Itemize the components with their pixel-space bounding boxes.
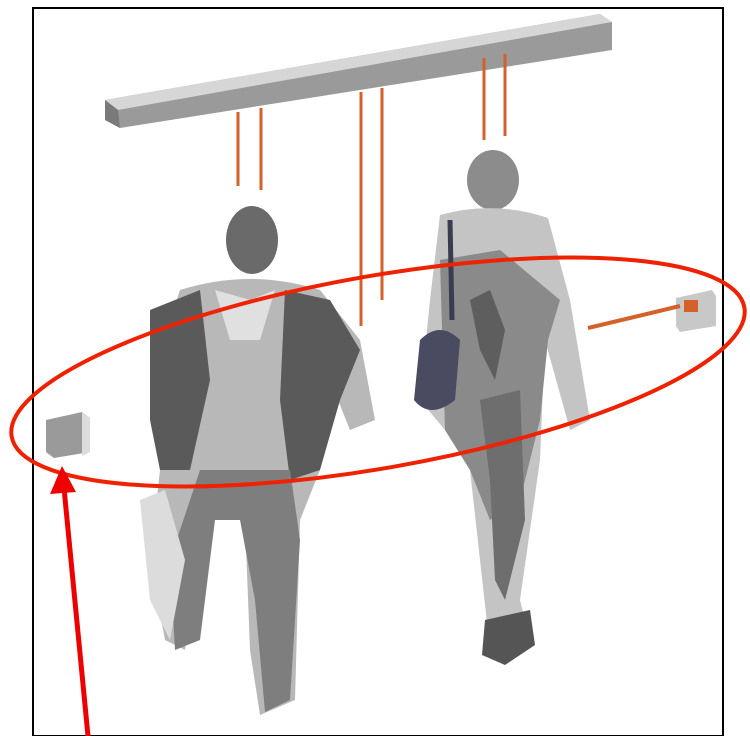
wall-sensor-left — [46, 412, 90, 458]
